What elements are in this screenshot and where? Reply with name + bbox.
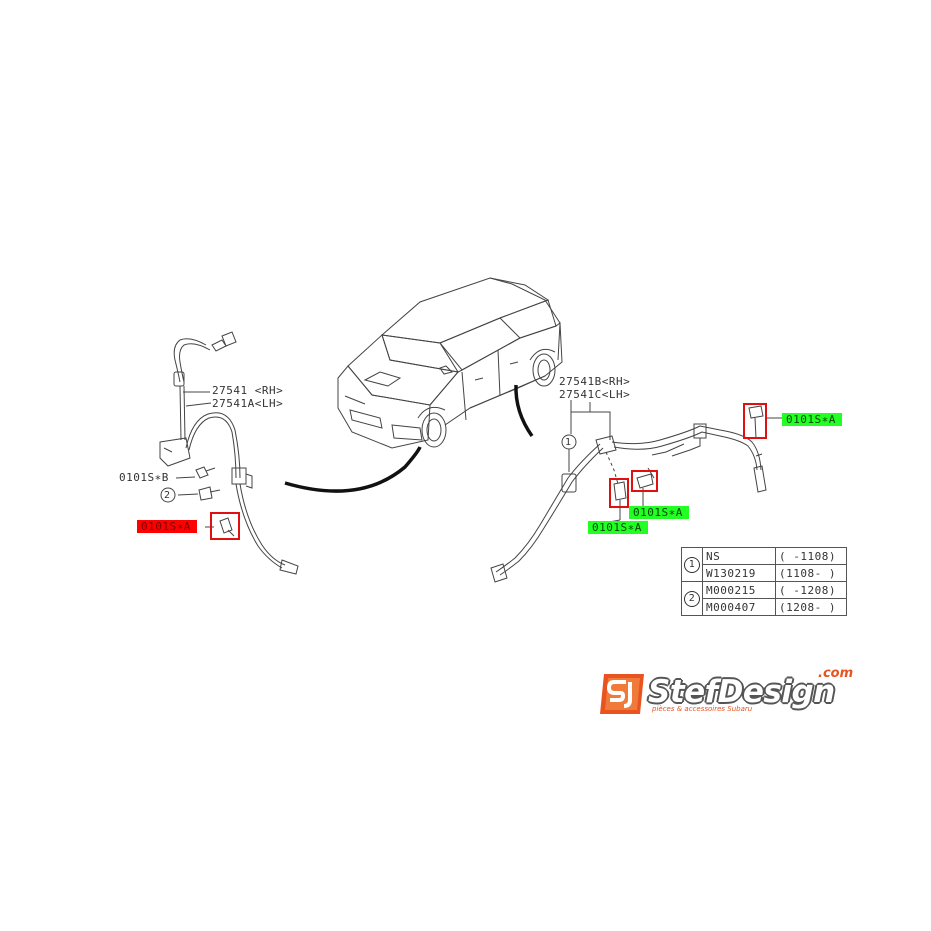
logo-wordmark: StefDesign xyxy=(648,674,835,710)
table-row: 1 NS ( -1108) xyxy=(681,547,847,582)
bolt-highlight-box-rear-1 xyxy=(609,478,629,508)
code-cell: M000407 xyxy=(702,598,776,616)
range-cell: (1108- ) xyxy=(775,564,847,582)
bolt-b-label: 0101S∗B xyxy=(119,471,169,484)
part-code-table: 1 NS ( -1108) W130219 (1108- ) 2 M000215… xyxy=(681,547,847,616)
table-row: M000407 (1208- ) xyxy=(682,598,847,616)
front-sensor-assembly xyxy=(159,331,299,575)
code-cell: NS xyxy=(702,547,776,565)
sd-logo-icon xyxy=(600,674,644,714)
front-pointer-arc xyxy=(284,446,422,493)
rear-part-rh-label: 27541B<RH> xyxy=(559,375,631,388)
bolt-a-front-highlight: 0101S∗A xyxy=(137,520,197,533)
logo-domain: .com xyxy=(818,666,854,681)
ref-2-circle-label: 2 xyxy=(164,490,171,501)
table-row: W130219 (1108- ) xyxy=(682,564,847,582)
range-cell: ( -1108) xyxy=(775,547,847,565)
car-illustration xyxy=(337,277,563,449)
range-cell: ( -1208) xyxy=(775,581,847,599)
ref-cell: 2 xyxy=(681,581,703,616)
rear-part-lh-label: 27541C<LH> xyxy=(559,388,631,401)
range-cell: (1208- ) xyxy=(775,598,847,616)
logo-tagline: pièces & accessoires Subaru xyxy=(652,705,753,713)
bolt-a-rear-highlight-1: 0101S∗A xyxy=(782,413,842,426)
code-cell: M000215 xyxy=(702,581,776,599)
stefdesign-logo: StefDesign .com pièces & accessoires Sub… xyxy=(596,666,856,718)
code-cell: W130219 xyxy=(702,564,776,582)
bolt-a-rear-highlight-2: 0101S∗A xyxy=(629,506,689,519)
bolt-a-rear-highlight-3: 0101S∗A xyxy=(588,521,648,534)
rear-sensor-assembly xyxy=(490,400,782,583)
bolt-highlight-box-rear-2 xyxy=(631,470,658,492)
ref-cell: 1 xyxy=(681,547,703,582)
bolt-highlight-box-rear-3 xyxy=(743,403,767,439)
rear-pointer-arc xyxy=(514,384,534,438)
table-row: 2 M000215 ( -1208) xyxy=(681,581,847,616)
front-part-lh-label: 27541A<LH> xyxy=(212,397,284,410)
ref-circle: 2 xyxy=(684,590,700,607)
ref-circle: 1 xyxy=(684,556,700,573)
ref-1-circle-label: 1 xyxy=(565,437,572,448)
front-part-rh-label: 27541 <RH> xyxy=(212,384,284,397)
bolt-highlight-box-front xyxy=(210,512,240,540)
